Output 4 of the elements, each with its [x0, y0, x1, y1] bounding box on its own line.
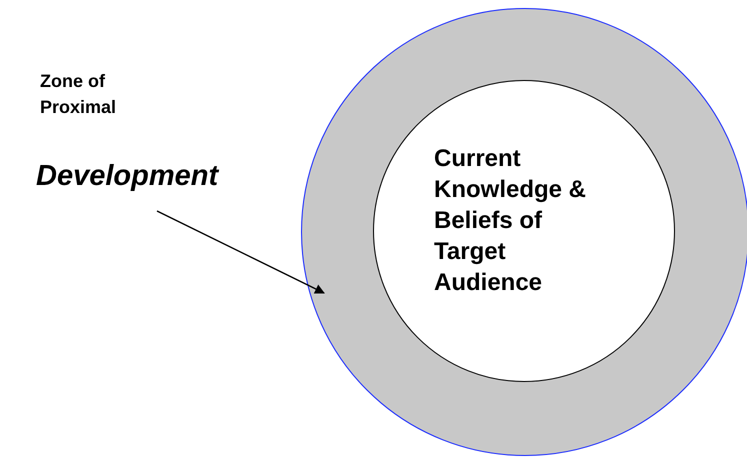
- zone-label: Zone of Proximal: [40, 70, 118, 119]
- arrow: [156, 210, 325, 294]
- circle-text: Current Knowledge & Beliefs of Target Audience: [434, 144, 588, 298]
- development-label: Development: [36, 160, 218, 193]
